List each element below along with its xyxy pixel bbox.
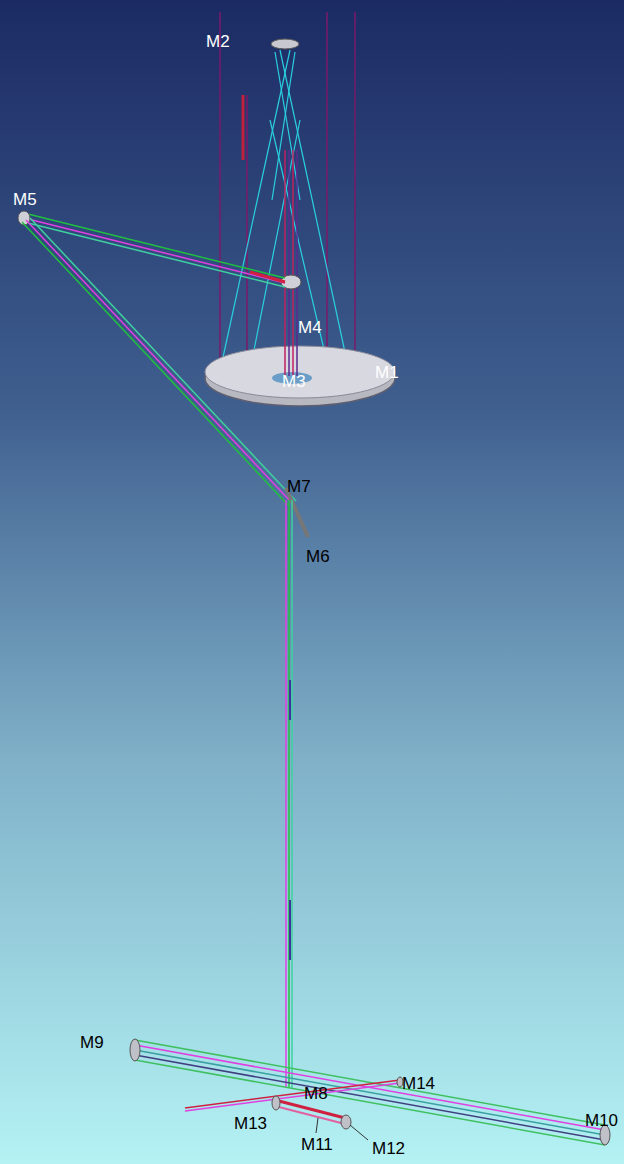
mirror xyxy=(341,1115,351,1129)
part-label: M12 xyxy=(372,1140,405,1157)
central-beam xyxy=(285,150,297,376)
beam xyxy=(135,1040,605,1145)
ray xyxy=(242,95,245,160)
part-label: M4 xyxy=(298,319,322,336)
part-label: M3 xyxy=(282,373,306,390)
part-label: M9 xyxy=(80,1034,104,1051)
incoming-rays xyxy=(220,12,355,385)
part-label: M6 xyxy=(306,548,330,565)
beam xyxy=(24,213,285,287)
beam xyxy=(22,218,296,505)
mirror xyxy=(272,1096,280,1110)
beam xyxy=(286,500,292,1088)
leader-line xyxy=(316,1118,318,1133)
leader-line xyxy=(350,1125,368,1140)
part-label: M5 xyxy=(13,191,37,208)
primary-mirror xyxy=(205,346,395,398)
part-label: M10 xyxy=(585,1112,618,1129)
part-label: M1 xyxy=(375,364,399,381)
part-label: M8 xyxy=(304,1085,328,1102)
mirror xyxy=(130,1039,140,1061)
part-label: M7 xyxy=(287,478,311,495)
beam xyxy=(185,1080,400,1124)
part-label: M13 xyxy=(234,1115,267,1132)
part-label: M11 xyxy=(301,1136,333,1153)
converging-rays xyxy=(222,50,352,385)
part-label: M14 xyxy=(402,1075,435,1092)
part-label: M2 xyxy=(206,33,230,50)
secondary-mirror xyxy=(271,39,299,49)
